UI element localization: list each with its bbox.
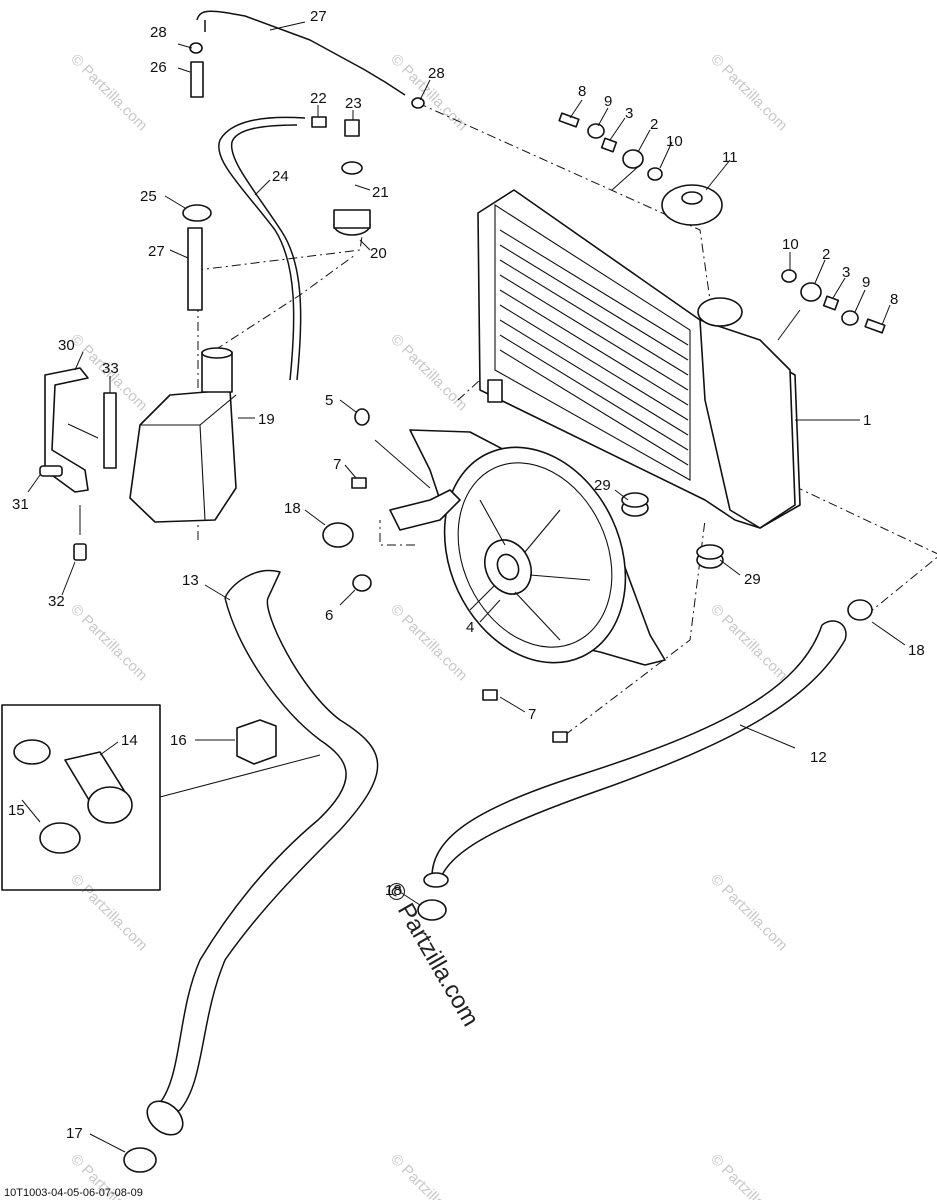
fan-hardware	[351, 408, 568, 743]
grommets	[621, 492, 724, 569]
watermark: © Partzilla.com	[387, 51, 470, 134]
callout-33: 33	[102, 360, 119, 377]
watermark: © Partzilla.com	[707, 1151, 790, 1200]
callout-9: 9	[862, 274, 870, 291]
callout-29: 29	[594, 477, 611, 494]
watermark: © Partzilla.com	[67, 601, 150, 684]
coolant-hose-right	[423, 620, 847, 888]
callout-29: 29	[744, 571, 761, 588]
callout-26: 26	[150, 59, 167, 76]
callout-3: 3	[625, 105, 633, 122]
watermark: © Partzilla.com	[387, 601, 470, 684]
watermark: © Partzilla.com	[387, 1151, 470, 1200]
callout-12: 12	[810, 749, 827, 766]
watermark: © Partzilla.com	[707, 601, 790, 684]
leader-lines	[21, 21, 906, 1153]
callout-4: 4	[466, 619, 474, 636]
callout-17: 17	[66, 1125, 83, 1142]
callout-5: 5	[325, 392, 333, 409]
watermark: © Partzilla.com	[67, 51, 150, 134]
callout-18: 18	[385, 882, 402, 899]
callout-18: 18	[284, 500, 301, 517]
document-id: 10T1003-04-05-06-07-08-09	[4, 1187, 143, 1199]
callout-31: 31	[12, 496, 29, 513]
watermark: © Partzilla.com	[707, 871, 790, 954]
callout-7: 7	[528, 706, 536, 723]
radiator	[477, 189, 801, 529]
inset-detail	[1, 704, 321, 891]
callout-1: 1	[863, 412, 871, 429]
radiator-fins	[499, 229, 689, 466]
callout-9: 9	[604, 93, 612, 110]
callout-30: 30	[58, 337, 75, 354]
callout-25: 25	[140, 188, 157, 205]
cooling-fan	[389, 429, 666, 666]
callout-27: 27	[310, 8, 327, 25]
mount-hardware-upper	[558, 112, 663, 181]
callout-11: 11	[722, 149, 738, 166]
callout-10: 10	[666, 133, 683, 150]
callout-6: 6	[325, 607, 333, 624]
callout-32: 32	[48, 593, 65, 610]
callout-15: 15	[8, 802, 25, 819]
coolant-hose-left	[146, 569, 379, 1136]
hose-clamps	[123, 522, 873, 1173]
callout-23: 23	[345, 95, 362, 112]
callout-14: 14	[121, 732, 138, 749]
callout-7: 7	[333, 456, 341, 473]
callout-2: 2	[822, 246, 830, 263]
breather-fittings	[182, 42, 425, 236]
callout-10: 10	[782, 236, 799, 253]
callout-28: 28	[150, 24, 167, 41]
callout-19: 19	[258, 411, 275, 428]
watermark: © Partzilla.com	[67, 871, 150, 954]
callout-8: 8	[578, 83, 586, 100]
callout-22: 22	[310, 90, 327, 107]
callout-2: 2	[650, 116, 658, 133]
watermark: © Partzilla.com	[707, 51, 790, 134]
callout-20: 20	[370, 245, 387, 262]
callout-18: 18	[908, 642, 925, 659]
callout-21: 21	[372, 184, 389, 201]
coolant-reservoir	[129, 347, 237, 523]
callout-8: 8	[890, 291, 898, 308]
watermark: © Partzilla.com	[387, 331, 470, 414]
mount-hardware-right	[781, 269, 886, 334]
callout-13: 13	[182, 572, 199, 589]
breather-hoses	[187, 10, 406, 381]
reservoir-bracket	[39, 367, 117, 561]
callout-labels: 28 27 26 28 22 23 24 21 25 20 27 8 9 3 2…	[8, 8, 925, 1142]
callout-16: 16	[170, 732, 187, 749]
callout-3: 3	[842, 264, 850, 281]
radiator-cap	[661, 184, 723, 226]
arrows	[67, 164, 801, 535]
callout-24: 24	[272, 168, 289, 185]
callout-27: 27	[148, 243, 165, 260]
callout-28: 28	[428, 65, 445, 82]
